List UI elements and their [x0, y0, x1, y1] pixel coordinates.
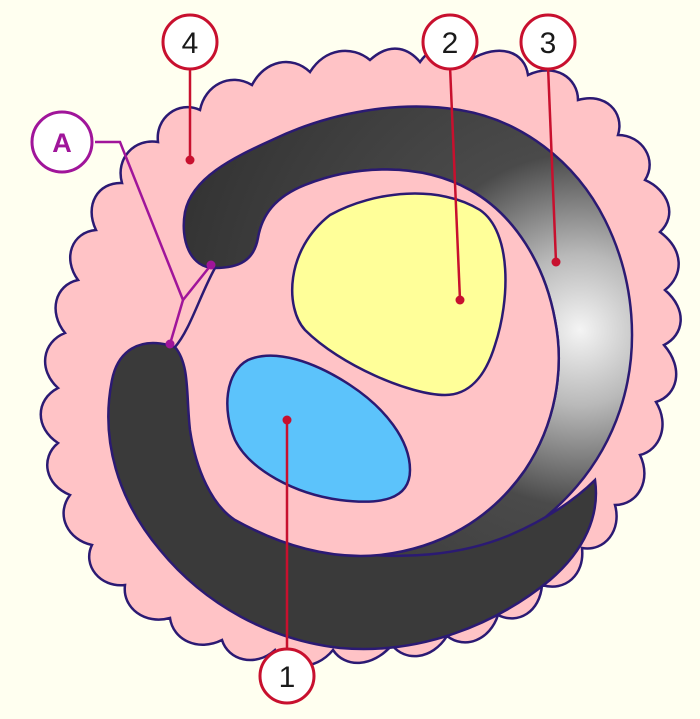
- label-2-text: 2: [442, 27, 459, 60]
- label-4-text: 4: [182, 27, 199, 60]
- label-3-text: 3: [540, 27, 557, 60]
- label-a: A: [32, 112, 92, 172]
- dot-a-lower: [166, 340, 175, 349]
- dot-4: [186, 156, 195, 165]
- dot-2: [456, 296, 465, 305]
- label-3: 3: [521, 15, 575, 69]
- label-4: 4: [163, 15, 217, 69]
- label-1: 1: [260, 649, 314, 703]
- label-1-text: 1: [279, 661, 296, 694]
- dot-a-upper: [207, 261, 216, 270]
- dot-3: [552, 258, 561, 267]
- label-a-text: A: [52, 128, 72, 158]
- label-2: 2: [423, 15, 477, 69]
- dot-1: [283, 416, 292, 425]
